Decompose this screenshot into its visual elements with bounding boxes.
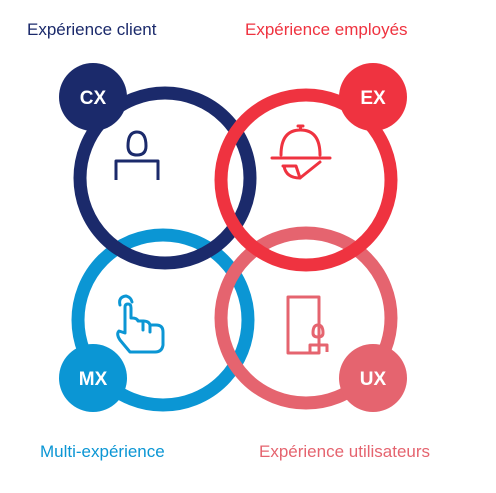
title-user-experience: Expérience utilisateurs: [259, 442, 431, 461]
badge-ux: UX: [339, 344, 407, 412]
badge-cx-label: CX: [80, 88, 107, 109]
title-multi-experience: Multi-expérience: [40, 442, 165, 461]
tap-hand-icon: [116, 294, 165, 354]
phone-user-icon: [286, 295, 329, 355]
ring-user-experience: [214, 226, 398, 410]
badge-ex-label: EX: [360, 88, 386, 109]
badge-ux-label: UX: [360, 369, 387, 390]
title-customer-experience: Expérience client: [27, 20, 157, 39]
serving-cloche-icon: [270, 124, 332, 180]
title-employee-experience: Expérience employés: [245, 20, 408, 39]
ring-customer-experience: [73, 86, 257, 270]
ring-multi-experience: [71, 228, 255, 412]
person-icon: [114, 130, 160, 180]
ring-employee-experience: [214, 88, 398, 272]
badge-mx: MX: [59, 344, 127, 412]
badge-cx: CX: [59, 63, 127, 131]
badge-ex: EX: [339, 63, 407, 131]
badge-mx-label: MX: [79, 369, 108, 390]
